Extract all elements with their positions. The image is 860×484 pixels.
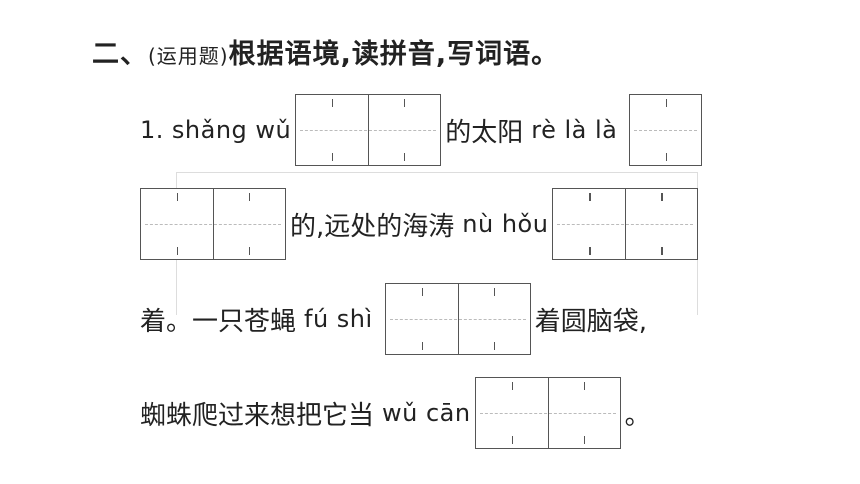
answer-box-nu-hou[interactable] xyxy=(552,188,699,260)
question-type-tag: (运用题) xyxy=(148,44,229,68)
instruction-text: 根据语境,读拼音,写词语。 xyxy=(228,39,560,70)
answer-box-shang-wu[interactable] xyxy=(295,94,442,166)
sentence-text: 的,远处的海涛 xyxy=(290,211,455,242)
sentence-text: 蜘蛛爬过来想把它当 xyxy=(140,400,375,431)
pinyin-shang-wu: shǎng wǔ xyxy=(171,116,292,144)
pinyin-wu-can: wǔ cān xyxy=(382,399,471,427)
section-number: 二、 xyxy=(92,39,148,70)
sentence-line-3: 着。一只苍蝇 fú shì 着圆脑袋, xyxy=(140,282,647,356)
item-number: 1. xyxy=(140,116,164,144)
section-heading: 二、(运用题)根据语境,读拼音,写词语。 xyxy=(92,32,559,71)
sentence-line-2: 的,远处的海涛 nù hǒu xyxy=(140,187,702,261)
sentence-text: 的太阳 xyxy=(445,117,524,148)
sentence-line-4: 蜘蛛爬过来想把它当 wǔ cān 。 xyxy=(140,376,651,450)
sentence-text: 着圆脑袋, xyxy=(534,306,647,337)
answer-box-re-la-la-continued[interactable] xyxy=(140,188,286,260)
answer-box-wu-can[interactable] xyxy=(474,377,621,449)
pinyin-re-la-la: rè là là xyxy=(531,116,618,144)
answer-box-re-la-la[interactable] xyxy=(629,94,703,166)
pinyin-fu-shi: fú shì xyxy=(304,305,373,333)
answer-box-fu-shi[interactable] xyxy=(384,283,531,355)
sentence-end-punctuation: 。 xyxy=(624,400,651,431)
pinyin-nu-hou: nù hǒu xyxy=(462,210,549,238)
sentence-text: 着。一只苍蝇 xyxy=(140,306,297,337)
sentence-line-1: 1. shǎng wǔ 的太阳 rè là là xyxy=(140,93,706,167)
